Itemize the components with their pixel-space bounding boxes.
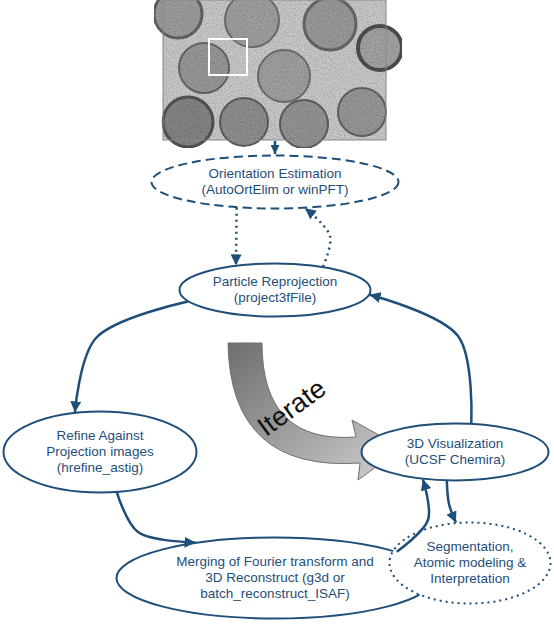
flow-arrow bbox=[397, 479, 429, 551]
node-label: Particle Reprojection (project3fFile) bbox=[200, 274, 350, 306]
particle bbox=[258, 50, 310, 102]
node-label: Merging of Fourier transform and 3D Reco… bbox=[173, 554, 378, 602]
node-label: Orientation Estimation (AutoOrtElim or w… bbox=[188, 166, 363, 198]
ellipse-shape bbox=[180, 264, 371, 317]
particle bbox=[220, 98, 268, 146]
ellipse-shape bbox=[390, 523, 551, 604]
process-ellipse: Orientation Estimation (AutoOrtElim or w… bbox=[150, 154, 400, 210]
particle bbox=[280, 100, 328, 148]
ellipse-shape bbox=[152, 156, 399, 209]
particle bbox=[358, 26, 402, 70]
process-ellipse: Segmentation, Atomic modeling & Interpre… bbox=[388, 521, 552, 605]
flow-arrow bbox=[117, 492, 196, 542]
flow-arrow bbox=[305, 208, 330, 266]
node-label: 3D Visualization (UCSF Chemira) bbox=[390, 436, 520, 468]
particle bbox=[179, 43, 229, 93]
node-label: Refine Against Projection images (hrefin… bbox=[39, 428, 161, 476]
process-ellipse: Merging of Fourier transform and 3D Reco… bbox=[115, 536, 435, 620]
micrograph bbox=[154, 0, 402, 148]
ellipse-shape bbox=[4, 412, 197, 493]
ellipse-shape bbox=[117, 538, 434, 619]
particle bbox=[338, 88, 386, 136]
selection-box bbox=[209, 39, 247, 75]
node-label: Segmentation, Atomic modeling & Interpre… bbox=[408, 539, 533, 587]
process-ellipse: 3D Visualization (UCSF Chemira) bbox=[360, 422, 550, 482]
image-arrow bbox=[274, 141, 277, 154]
particle bbox=[304, 0, 356, 50]
flow-arrow bbox=[75, 301, 188, 412]
flow-arrow bbox=[447, 481, 456, 523]
flow-arrow bbox=[235, 208, 238, 266]
particle bbox=[154, 0, 202, 38]
flow-arrow bbox=[370, 295, 472, 424]
ellipse-shape bbox=[362, 424, 549, 481]
process-ellipse: Refine Against Projection images (hrefin… bbox=[2, 410, 198, 494]
micrograph-border bbox=[163, 0, 386, 140]
process-ellipse: Particle Reprojection (project3fFile) bbox=[178, 262, 372, 318]
